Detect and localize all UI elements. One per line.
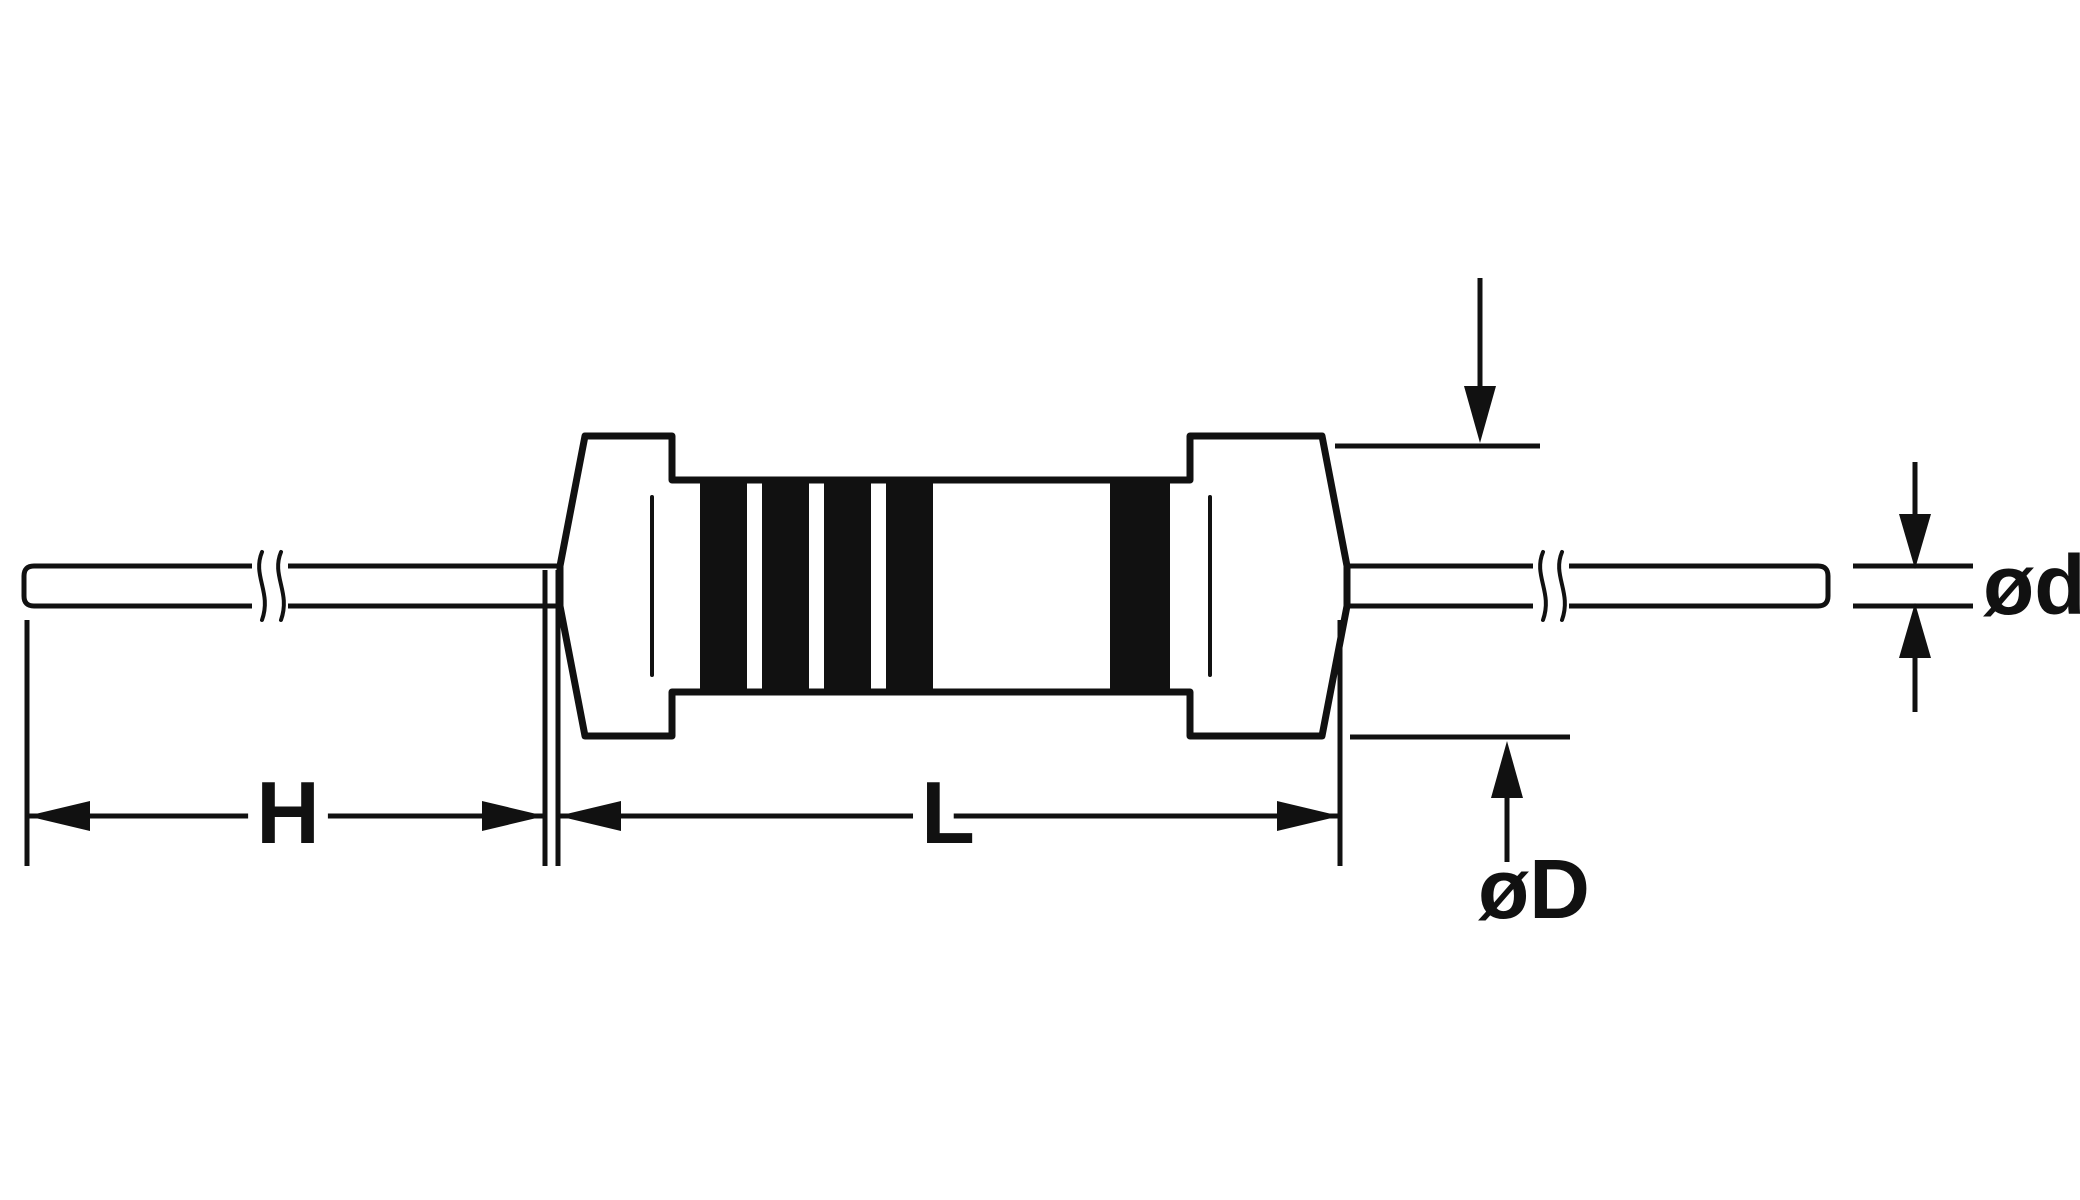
right-lead-break-mark	[1557, 550, 1567, 622]
resistor-body	[556, 432, 1351, 740]
left-lead-break-mark	[276, 550, 286, 622]
dimension-lead-diameter: ød	[1853, 462, 2080, 712]
right-lead-break-mark	[1538, 550, 1548, 622]
l-arrowhead-left	[558, 801, 621, 831]
d-body-arrowhead-down	[1464, 386, 1496, 443]
right-lead	[1344, 550, 1831, 622]
label-lead-diameter: ød	[1983, 538, 2080, 632]
d-lead-arrowhead-down	[1899, 514, 1931, 569]
label-lead-length: H	[256, 763, 320, 862]
dimension-lead-length: H	[24, 570, 561, 876]
color-band-1	[700, 480, 747, 692]
resistor-body-outline	[556, 432, 1351, 740]
l-arrowhead-right	[1277, 801, 1340, 831]
dimension-body-diameter: øD	[1335, 278, 1590, 936]
label-body-diameter: øD	[1478, 842, 1590, 936]
left-lead	[21, 550, 563, 622]
d-lead-arrowhead-up	[1899, 603, 1931, 658]
left-lead-break-mark	[257, 550, 267, 622]
right-lead-outline	[1344, 563, 1831, 609]
color-band-3	[824, 480, 871, 692]
tolerance-band	[1110, 480, 1170, 692]
label-body-length: L	[921, 763, 975, 862]
h-arrowhead-right	[482, 801, 545, 831]
d-body-arrowhead-up	[1491, 741, 1523, 798]
left-lead-outline	[21, 563, 563, 609]
color-band-4	[886, 480, 933, 692]
color-band-2	[762, 480, 809, 692]
h-arrowhead-left	[27, 801, 90, 831]
dimension-body-length: L	[558, 620, 1343, 876]
